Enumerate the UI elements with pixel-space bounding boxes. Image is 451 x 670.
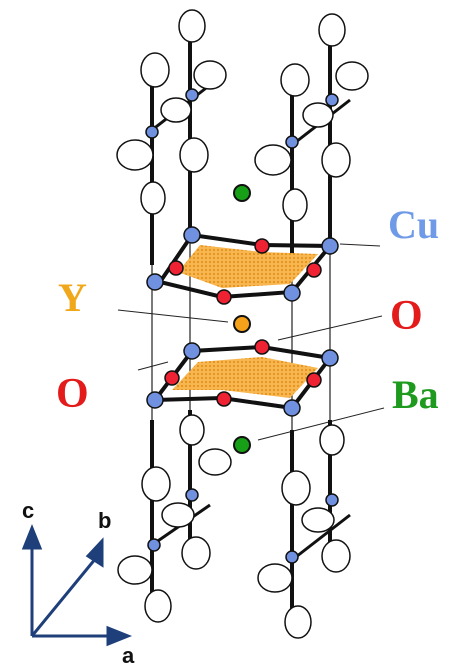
lower-cuo2-plane bbox=[150, 344, 334, 411]
axis-label-c: c bbox=[22, 498, 35, 523]
label-leader-lines bbox=[117, 243, 385, 441]
o-label-left: O bbox=[56, 371, 89, 417]
axis-label-a: a bbox=[122, 643, 135, 668]
lower-chain bbox=[117, 410, 351, 639]
plane-o-atoms bbox=[164, 238, 322, 407]
upper-chain-cu-atoms bbox=[145, 88, 339, 149]
y-atom bbox=[233, 315, 251, 333]
axis-label-b: b bbox=[98, 508, 112, 533]
upper-cuo2-plane bbox=[156, 232, 335, 300]
cu-label: Cu bbox=[388, 202, 440, 247]
upper-chain bbox=[116, 9, 369, 275]
y-label: Y bbox=[58, 275, 87, 320]
ba-label: Ba bbox=[392, 372, 439, 417]
crystal-axes bbox=[21, 523, 133, 647]
plane-cu-atoms bbox=[146, 226, 339, 417]
ba-atoms bbox=[233, 184, 251, 454]
o-label-right: O bbox=[390, 293, 423, 339]
lower-chain-cu-atoms bbox=[147, 488, 339, 564]
